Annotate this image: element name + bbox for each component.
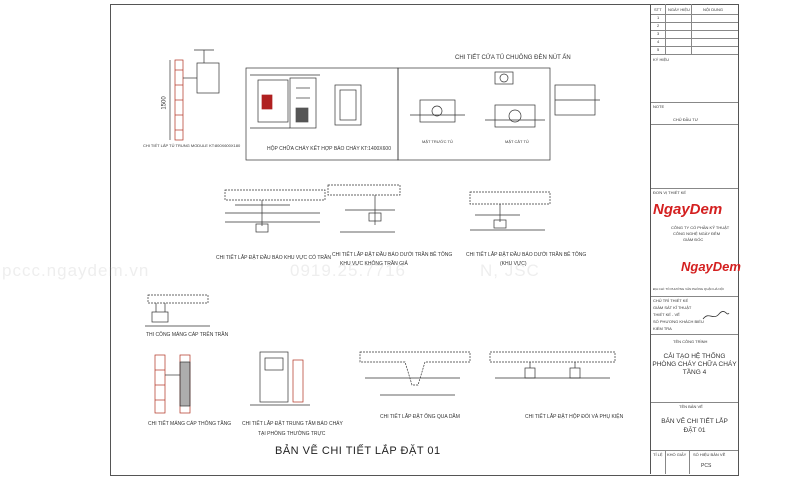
tb-company-2: CÔNG NGHỆ NGÀY ĐÊM bbox=[673, 231, 721, 236]
watermark-site: pccc.ngaydem.vn bbox=[2, 261, 150, 280]
label-view1: MẶT TRƯỚC TỦ bbox=[422, 139, 453, 144]
tb-role-5: KIỂM TRA bbox=[653, 326, 672, 331]
signature-mark bbox=[702, 311, 730, 320]
tb-sheet-1: BẢN VẼ CHI TIẾT LẮP bbox=[661, 418, 728, 425]
main-drawing-title: BẢN VẼ CHI TIẾT LẮP ĐẶT 01 bbox=[275, 445, 441, 457]
tb-col-stt: STT bbox=[654, 7, 662, 12]
watermark-company: N, JSC bbox=[480, 261, 540, 280]
label-c3: CHI TIẾT LẮP ĐẶT ỐNG QUA DẦM bbox=[380, 414, 460, 420]
tb-role-2: GIÁM SÁT KĨ THUẬT bbox=[653, 305, 692, 310]
tb-bottom-1: TỈ LỆ bbox=[653, 452, 663, 457]
label-top-title: CHI TIẾT CỬA TỦ CHUÔNG ĐÈN NÚT ẤN bbox=[455, 55, 571, 61]
tb-ten-cong-trinh: TÊN CÔNG TRÌNH bbox=[673, 339, 708, 344]
label-dim-left: 1500 bbox=[161, 96, 168, 110]
title-block: STT NGÀY HIỆU NỘI DUNG 1 2 3 4 5 KÝ HIỆU… bbox=[650, 4, 741, 474]
tb-sheet-2: ĐẶT 01 bbox=[683, 427, 706, 434]
tb-row-3: 3 bbox=[657, 31, 660, 36]
company-logo-2: NgayDem bbox=[681, 260, 741, 273]
tb-role-4: SỐ PHƯƠNG KHÁCH BIỂU bbox=[653, 319, 704, 324]
label-view2: MẶT CẮT TỦ bbox=[505, 139, 529, 144]
label-a3b: (KHU VỰC) bbox=[500, 261, 527, 267]
company-logo: NgayDem bbox=[653, 202, 722, 217]
tb-row-1: 1 bbox=[657, 15, 660, 20]
company-logo-2-text: NgayDem bbox=[681, 259, 741, 274]
tb-address: ĐỊA CHỈ: TỔ PHƯỜNG VĂN PHÒNG QUẬN HÀ NỘI bbox=[653, 287, 724, 291]
tb-role-3: THIẾT KẾ - VẼ bbox=[653, 312, 680, 317]
tb-company-3: GIÁM ĐỐC bbox=[683, 237, 704, 242]
label-a3: CHI TIẾT LẮP ĐẶT ĐẦU BÁO DƯỚI TRẦN BÊ TÔ… bbox=[466, 252, 587, 258]
label-module: CHI TIẾT LẮP TỦ TRUNG MODULE KT:800X600X… bbox=[143, 143, 241, 148]
tb-ky-hieu: KÝ HIỆU bbox=[653, 57, 670, 62]
tb-col-content: NỘI DUNG bbox=[703, 7, 723, 12]
tb-project-2: PHÒNG CHÁY CHỮA CHÁY bbox=[652, 361, 737, 368]
tb-row-2: 2 bbox=[657, 23, 660, 28]
drawing-sheet bbox=[110, 4, 739, 476]
tb-row-4: 4 bbox=[657, 39, 660, 44]
label-c4: CHI TIẾT LẮP ĐẶT HỘP ĐỔI VÀ PHỤ KIỆN bbox=[525, 414, 624, 420]
label-c2: CHI TIẾT LẮP ĐẶT TRUNG TÂM BÁO CHÁY bbox=[242, 421, 343, 427]
tb-project-3: TẦNG 4 bbox=[682, 369, 707, 376]
tb-bottom-code: PCS bbox=[701, 463, 712, 469]
label-cabinet: HỘP CHỮA CHÁY KẾT HỢP BÁO CHÁY KT:1400X6… bbox=[267, 146, 391, 152]
label-c1: CHI TIẾT MÁNG CÁP THÔNG TẦNG bbox=[148, 421, 232, 427]
label-a2: CHI TIẾT LẮP ĐẶT ĐẦU BÁO DƯỚI TRẦN BÊ TÔ… bbox=[332, 252, 453, 258]
label-c2b: TẠI PHÒNG THƯỜNG TRỰC bbox=[258, 431, 326, 437]
tb-col-date: NGÀY HIỆU bbox=[668, 7, 690, 12]
tb-ten-ban-ve: TÊN BẢN VẼ bbox=[679, 404, 703, 409]
tb-role-1: CHỦ TRÌ THIẾT KẾ bbox=[653, 298, 689, 303]
tb-bottom-3: SỐ HIỆU BẢN VẼ bbox=[693, 452, 726, 457]
watermark-phone: 0919.25.7716 bbox=[290, 261, 406, 280]
tb-chu-dau-tu: CHỦ ĐẦU TƯ bbox=[673, 117, 699, 122]
label-a1: CHI TIẾT LẮP ĐẶT ĐẦU BÁO KHU VỰC CÓ TRẦN bbox=[216, 255, 331, 261]
tb-note: NOTE bbox=[653, 104, 665, 109]
label-a2b: KHU VỰC KHÔNG TRẦN GIẢ bbox=[340, 261, 408, 267]
tb-project-1: CẢI TẠO HỆ THỐNG bbox=[663, 353, 726, 360]
tb-row-5: 5 bbox=[657, 47, 660, 52]
label-b1: THI CÔNG MÁNG CÁP TRÊN TRẦN bbox=[146, 332, 229, 338]
tb-don-vi: ĐƠN VỊ THIẾT KẾ bbox=[653, 190, 687, 195]
company-logo-text: NgayDem bbox=[653, 201, 723, 218]
tb-bottom-2: KHỔ GIẤY bbox=[667, 452, 687, 457]
tb-company-1: CÔNG TY CỔ PHẦN KỸ THUẬT bbox=[671, 225, 730, 230]
